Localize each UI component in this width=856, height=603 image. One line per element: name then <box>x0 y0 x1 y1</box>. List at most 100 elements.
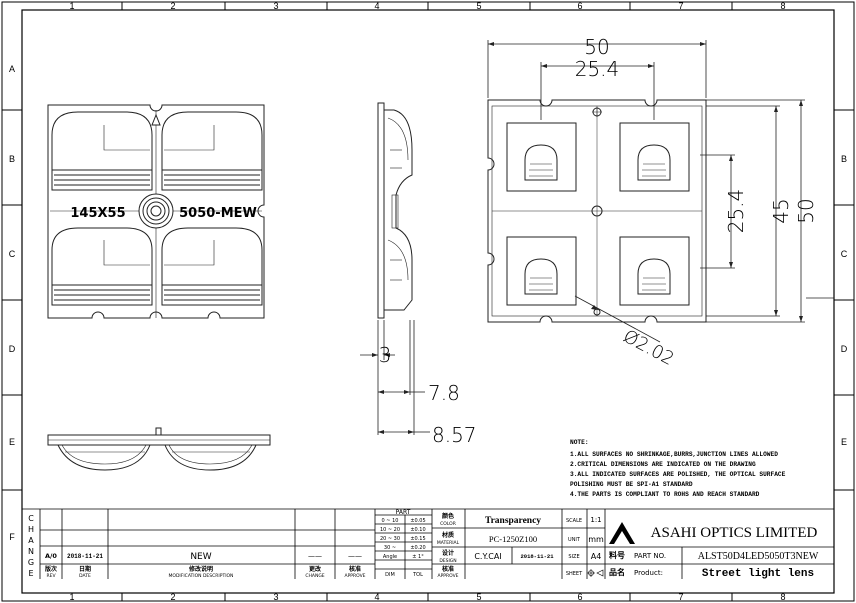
rev-header-cn: 版次 <box>44 565 57 573</box>
change-letter: A <box>28 536 34 545</box>
approve-header-cn: 核准 <box>349 565 361 573</box>
dim-header: DIM <box>385 572 395 578</box>
col-label: 5 <box>476 592 481 602</box>
tol-value: ±0.20 <box>410 545 425 551</box>
unit-value: mm <box>588 535 604 544</box>
col-label: 3 <box>273 1 278 11</box>
col-label: 4 <box>374 1 379 11</box>
inner-frame <box>21 9 835 594</box>
design-label-cn: 设计 <box>442 549 454 557</box>
lens-pad-tl <box>51 111 153 191</box>
dim-inner-height: 45 <box>769 198 793 223</box>
tol-range: 0 ~ 10 <box>382 518 399 524</box>
top-view <box>487 99 707 323</box>
rev-value: A/0 <box>45 552 57 560</box>
change-letter: E <box>28 569 33 578</box>
scale-value: 1:1 <box>590 516 601 524</box>
col-label: 7 <box>678 1 683 11</box>
row-label: D <box>841 344 848 354</box>
tol-range: 30 ~ <box>384 545 396 551</box>
size-value: A4 <box>591 552 602 561</box>
change-dash: —— <box>308 552 322 560</box>
color-value: Transparency <box>485 516 541 526</box>
dim-base: 3 <box>379 343 392 367</box>
color-label-cn: 颜色 <box>442 512 454 520</box>
approve-dash: —— <box>348 552 362 560</box>
tol-value: ±0.15 <box>410 536 425 542</box>
mod-header-cn: 修改说明 <box>188 565 213 573</box>
col-label: 5 <box>476 1 481 11</box>
tol-range: 10 ~ 20 <box>380 527 400 533</box>
profile-view <box>377 102 413 319</box>
change-header-en: CHANGE <box>305 573 324 579</box>
partno-label-cn: 料号 <box>609 550 625 560</box>
tol-range: Angle <box>383 554 397 560</box>
modification-text: NEW <box>190 552 211 562</box>
rev-header-en: REV <box>46 573 56 579</box>
approve2-label-cn: 核准 <box>442 565 454 573</box>
material-label-cn: 材质 <box>441 531 454 539</box>
sheet-label: SHEET <box>566 571 583 577</box>
note-line: POLISHING MUST BE SPI-A1 STANDARD <box>570 481 693 488</box>
change-letter: G <box>28 558 34 567</box>
dim-hole-dia: Ø2.02 <box>620 326 678 370</box>
date-header-en: DATE <box>79 573 91 579</box>
col-label: 3 <box>273 592 278 602</box>
lens-pad-tr <box>161 111 263 191</box>
row-label: C <box>9 249 16 259</box>
col-label: 7 <box>678 592 683 602</box>
product-label-cn: 品名 <box>609 567 625 577</box>
projection-symbol <box>587 569 604 577</box>
company-logo <box>609 522 635 544</box>
note-line: 4.THE PARTS IS COMPLIANT TO ROHS AND REA… <box>570 491 760 498</box>
col-label: 6 <box>577 1 582 11</box>
tol-range: 20 ~ 30 <box>380 536 400 542</box>
dim-pitch-y: 25.4 <box>724 189 748 234</box>
col-label: 1 <box>69 592 74 602</box>
material-value: PC-1250Z100 <box>489 534 537 544</box>
design-label-en: DESIGN <box>439 558 456 564</box>
change-letter: H <box>28 525 34 534</box>
col-label: 2 <box>170 592 175 602</box>
company-name: ASAHI OPTICS LIMITED <box>651 525 818 541</box>
change-header-cn: 更改 <box>309 565 322 573</box>
col-label: 8 <box>780 1 785 11</box>
col-label: 2 <box>170 1 175 11</box>
rev-date: 2018-11-21 <box>67 553 103 560</box>
tol-value: ±0.10 <box>410 527 425 533</box>
col-label: 6 <box>577 592 582 602</box>
dim-pitch-x: 25.4 <box>575 57 620 81</box>
col-label: 1 <box>69 1 74 11</box>
change-letter: C <box>28 514 34 523</box>
col-label: 8 <box>780 592 785 602</box>
note-line: 3.ALL INDICATED SURFACES ARE POLISHED, T… <box>570 471 786 478</box>
tol-value: ± 1° <box>412 554 424 560</box>
partno-label-en: PART NO. <box>634 552 666 560</box>
product-label-en: Product: <box>634 569 663 577</box>
size-label: SIZE <box>568 554 579 560</box>
dim-width: 50 <box>584 35 609 59</box>
designer-name: C.Y.CAI <box>474 552 501 561</box>
row-label: A <box>9 64 15 74</box>
row-label: C <box>841 249 848 259</box>
change-letter: N <box>28 547 34 556</box>
approve-header-en: APPROVE <box>344 573 365 579</box>
color-label-en: COLOR <box>440 521 456 527</box>
top-view-dimensions <box>487 40 834 343</box>
row-label: D <box>9 344 16 354</box>
tol-title: PART <box>396 509 411 516</box>
approve2-label-en: APPROVE <box>437 573 458 579</box>
lens-pad-bl <box>51 227 153 306</box>
lens-pad-br <box>161 227 263 306</box>
design-date: 2018-11-21 <box>520 553 554 560</box>
profile-dimensions <box>360 320 430 435</box>
row-label: B <box>841 154 847 164</box>
note-line: 2.CRITICAL DIMENSIONS ARE INDICATED ON T… <box>570 461 756 468</box>
title-block <box>22 508 834 579</box>
bottom-side-view <box>47 427 271 471</box>
note-line: 1.ALL SURFACES NO SHRINKAGE,BURRS,JUNCTI… <box>570 451 778 458</box>
unit-label: UNIT <box>568 537 581 543</box>
dim-mid: 7.8 <box>428 381 460 405</box>
